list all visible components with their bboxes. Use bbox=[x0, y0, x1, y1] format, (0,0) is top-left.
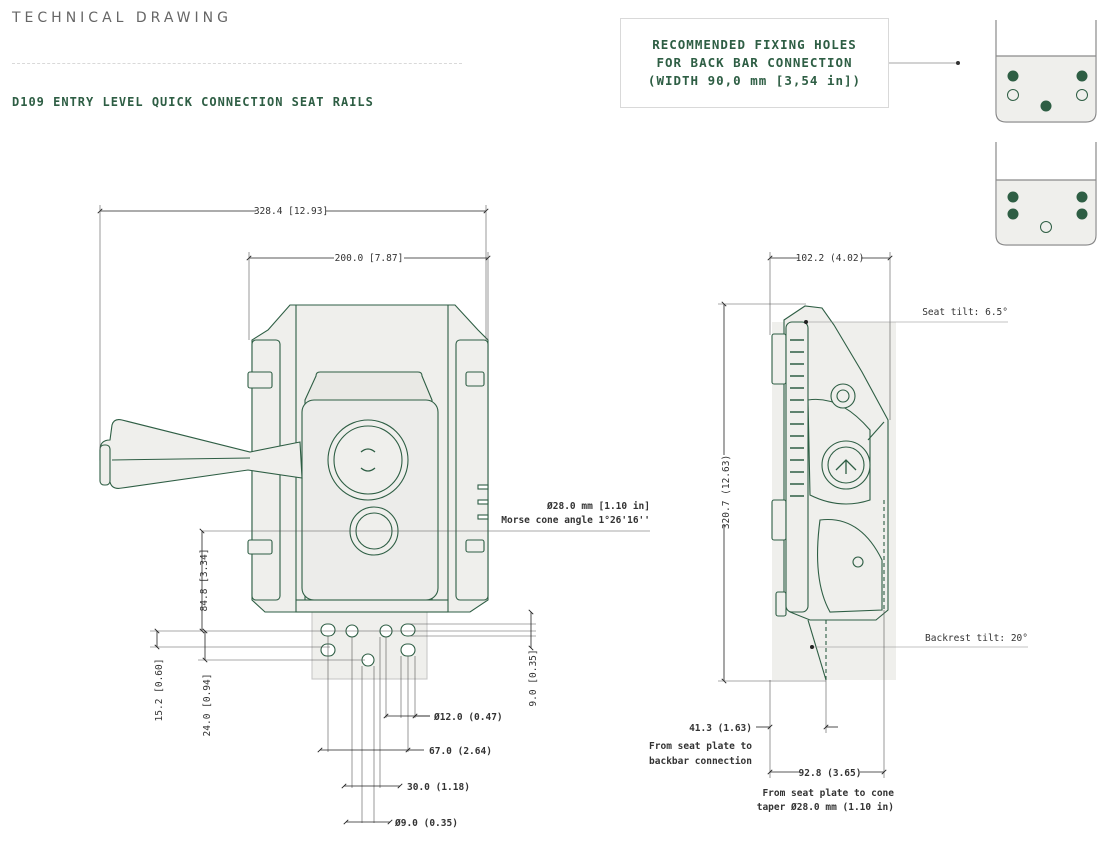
callout-line-2: FOR BACK BAR CONNECTION bbox=[656, 55, 853, 70]
side-view-labels: 102.2 (4.02) 320.7 (12.63) Seat tilt: 6.… bbox=[649, 251, 1028, 813]
dim-height-84: 84.8 [3.34] bbox=[199, 549, 210, 612]
dim-height-15: 15.2 [0.60] bbox=[154, 659, 165, 722]
hole-open bbox=[1007, 89, 1019, 101]
front-view-labels: 328.4 [12.93] 200.0 [7.87] Ø28.0 mm [1.1… bbox=[154, 204, 650, 829]
plate-1-outline bbox=[995, 20, 1097, 123]
fixing-hole-plates bbox=[889, 20, 1097, 246]
header-divider bbox=[12, 63, 462, 64]
fixing-holes-callout: RECOMMENDED FIXING HOLES FOR BACK BAR CO… bbox=[620, 18, 889, 108]
dim-dia-12: Ø12.0 (0.47) bbox=[433, 712, 503, 723]
page-title: TECHNICAL DRAWING bbox=[12, 10, 232, 26]
dim-overall-width: 328.4 [12.93] bbox=[254, 206, 328, 217]
backbar-note-line-1: From seat plate to bbox=[649, 741, 752, 752]
dim-top-width: 102.2 (4.02) bbox=[796, 253, 865, 264]
dim-side-height: 320.7 (12.63) bbox=[721, 455, 732, 529]
dim-width-67: 67.0 (2.64) bbox=[429, 746, 492, 757]
dim-cone-distance: 92.8 (3.65) bbox=[799, 768, 862, 779]
cone-diameter-label: Ø28.0 mm [1.10 in] bbox=[546, 501, 650, 512]
dim-height-9: 9.0 [0.35] bbox=[528, 649, 539, 706]
dim-inner-width: 200.0 [7.87] bbox=[335, 253, 404, 264]
dim-width-30: 30.0 (1.18) bbox=[407, 782, 470, 793]
dim-dia-9: Ø9.0 (0.35) bbox=[394, 818, 458, 829]
side-view-part bbox=[771, 305, 896, 681]
front-view-dimensions bbox=[97, 205, 650, 825]
dim-backbar-distance: 41.3 (1.63) bbox=[689, 723, 752, 734]
callout-line-3: (WIDTH 90,0 mm [3,54 in]) bbox=[647, 73, 862, 88]
morse-cone-angle-label: Morse cone angle 1°26'16'' bbox=[501, 515, 650, 526]
hole-open bbox=[1076, 89, 1088, 101]
hole-filled bbox=[1076, 70, 1088, 82]
cone-note-line-1: From seat plate to cone bbox=[762, 788, 894, 799]
seat-tilt-marker bbox=[804, 320, 808, 324]
cone-note-line-2: taper Ø28.0 mm (1.10 in) bbox=[757, 802, 894, 813]
callout-line-1: RECOMMENDED FIXING HOLES bbox=[652, 37, 857, 52]
backrest-tilt-label: Backrest tilt: 20° bbox=[925, 633, 1028, 644]
dim-height-24: 24.0 [0.94] bbox=[202, 674, 213, 737]
hole-filled bbox=[1007, 70, 1019, 82]
backrest-tilt-marker bbox=[810, 645, 814, 649]
front-view-part bbox=[99, 304, 489, 680]
product-subtitle: D109 ENTRY LEVEL QUICK CONNECTION SEAT R… bbox=[12, 95, 374, 109]
seat-tilt-label: Seat tilt: 6.5° bbox=[922, 307, 1008, 318]
backbar-note-line-2: backbar connection bbox=[649, 756, 752, 767]
hole-filled bbox=[1040, 100, 1052, 112]
plate-2-outline bbox=[995, 142, 1097, 246]
